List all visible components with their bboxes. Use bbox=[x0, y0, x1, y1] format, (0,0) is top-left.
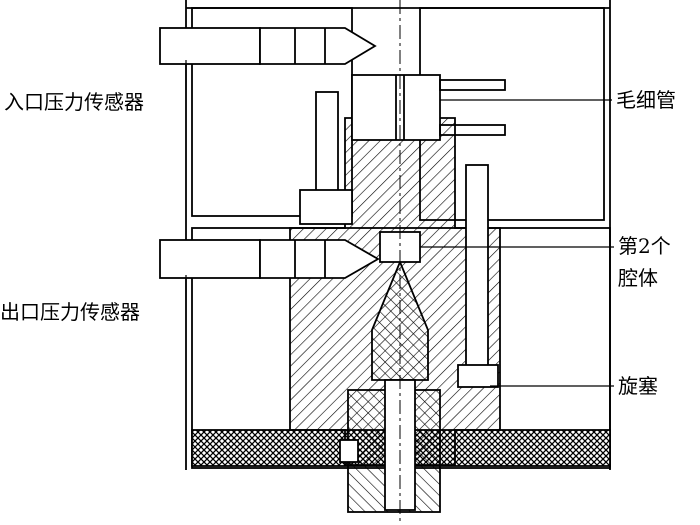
inlet-sensor-rod bbox=[159, 27, 261, 65]
outlet-sensor-rod bbox=[159, 239, 261, 279]
label-inlet-sensor: 入口压力传感器 bbox=[4, 90, 144, 114]
bolt bbox=[315, 91, 339, 193]
label-outlet-sensor: 出口压力传感器 bbox=[0, 300, 140, 324]
label-second-cavity-2: 腔体 bbox=[618, 266, 658, 290]
stopcock-pin bbox=[465, 164, 489, 376]
label-second-cavity-1: 第2个 bbox=[618, 234, 671, 258]
label-stopcock: 旋塞 bbox=[618, 374, 658, 398]
label-capillary: 毛细管 bbox=[616, 88, 676, 112]
